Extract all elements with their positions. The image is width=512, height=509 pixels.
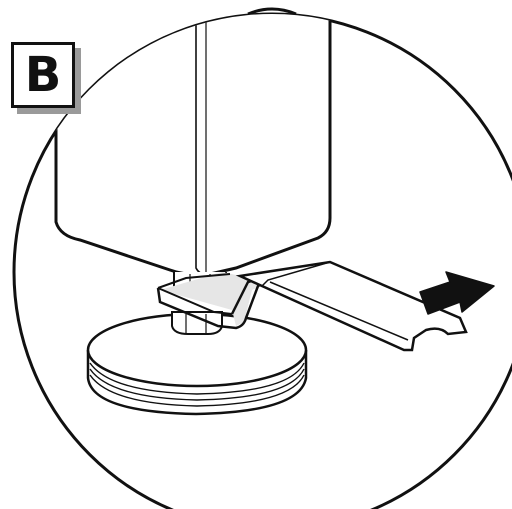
step-label-box: B [11, 42, 75, 108]
appliance-cabinet [54, 14, 332, 276]
lower-nut [171, 311, 223, 335]
arrow-right-icon [419, 271, 495, 315]
spanner-wrench [156, 260, 468, 352]
foot-base [86, 312, 308, 416]
circle-top-nub [247, 7, 297, 16]
step-label: B [24, 47, 62, 103]
